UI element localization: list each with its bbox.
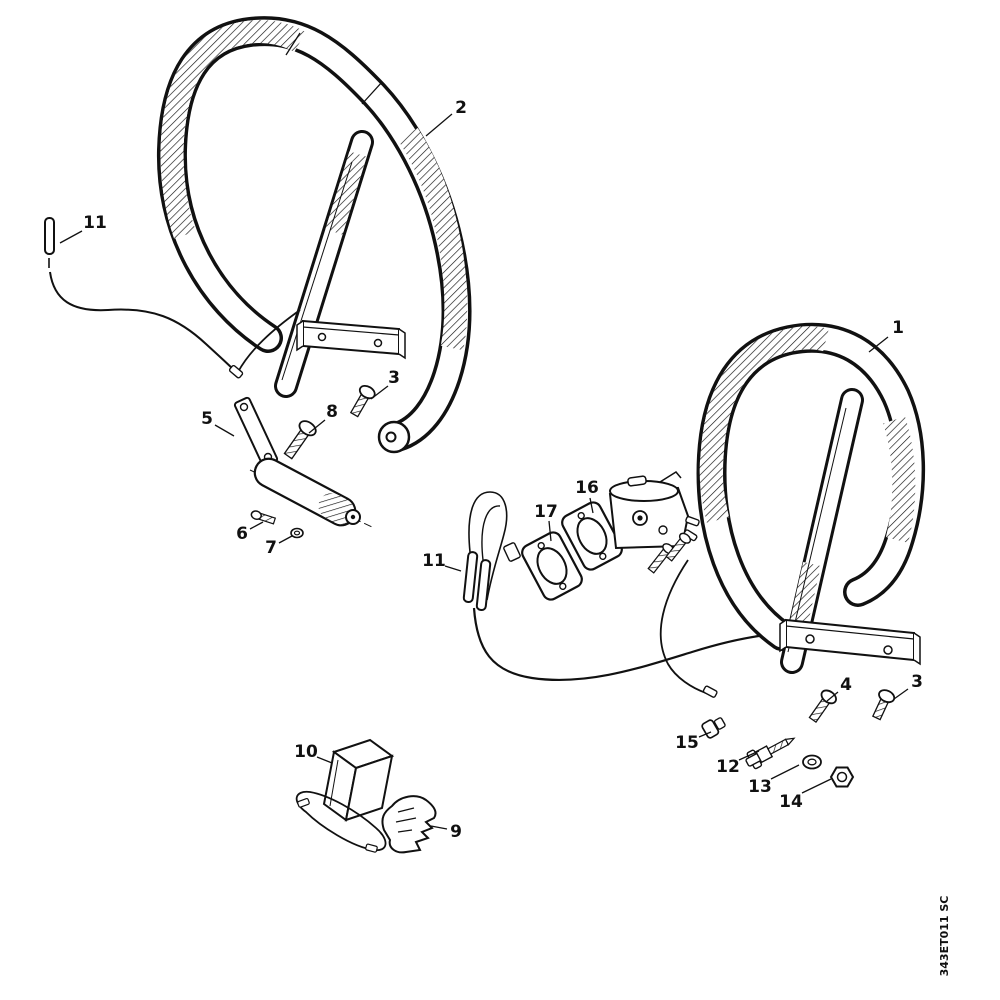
mounting-bracket-right bbox=[779, 618, 921, 666]
gasket-inner bbox=[521, 531, 583, 601]
callout-12: 12 bbox=[716, 757, 740, 777]
adjuster-hardware bbox=[701, 717, 855, 788]
callout-11b: 11 bbox=[422, 551, 446, 571]
hex-nut bbox=[829, 766, 855, 788]
grip-hatch-top-left bbox=[160, 20, 306, 239]
middle-assembly bbox=[462, 471, 855, 698]
callout-3b: 3 bbox=[911, 672, 923, 692]
grip-hatch-right bbox=[398, 127, 468, 351]
callout-labels: 2 11 3 8 5 6 7 16 17 11 1 4 3 15 12 13 1… bbox=[83, 98, 923, 842]
cable-sleeve-middle-2 bbox=[475, 559, 492, 611]
wire-loop bbox=[295, 790, 387, 852]
callout-7: 7 bbox=[265, 538, 277, 558]
cable-sleeve-middle-1 bbox=[462, 551, 479, 603]
callout-14: 14 bbox=[779, 792, 803, 812]
grip-hatch-top-left-rear bbox=[699, 326, 829, 523]
callout-5: 5 bbox=[201, 409, 213, 429]
callout-16: 16 bbox=[575, 478, 599, 498]
callout-8: 8 bbox=[326, 402, 338, 422]
callout-17: 17 bbox=[534, 502, 558, 522]
callout-3a: 3 bbox=[388, 368, 400, 388]
callout-11a: 11 bbox=[83, 213, 107, 233]
small-screw bbox=[250, 510, 277, 525]
leader-lines bbox=[59, 113, 909, 830]
callout-4: 4 bbox=[840, 675, 852, 695]
drawing-number: 343ET011 SC bbox=[938, 896, 951, 977]
pan-head-screw bbox=[283, 420, 317, 460]
handlebar-front bbox=[156, 16, 472, 454]
gasket-outer bbox=[561, 501, 623, 571]
callout-2: 2 bbox=[455, 98, 467, 118]
screw-left bbox=[349, 384, 376, 418]
carburetor bbox=[608, 471, 700, 574]
callout-13: 13 bbox=[748, 777, 772, 797]
handlebar-rear bbox=[696, 322, 926, 724]
cable-ferrule bbox=[701, 717, 726, 739]
lower-handle-parts bbox=[233, 384, 376, 539]
protective-sleeve bbox=[322, 738, 395, 822]
cables-left bbox=[44, 217, 301, 379]
retaining-clip bbox=[381, 795, 437, 854]
callout-10: 10 bbox=[294, 742, 318, 762]
mounting-bracket-left bbox=[296, 319, 406, 360]
grip-hatch-right-rear bbox=[883, 416, 916, 543]
adjusting-screw bbox=[745, 737, 796, 770]
callout-9: 9 bbox=[450, 822, 462, 842]
small-washer bbox=[290, 527, 304, 539]
callout-6: 6 bbox=[236, 524, 248, 544]
washer bbox=[802, 754, 822, 770]
bottom-left-parts bbox=[295, 738, 437, 854]
callout-1: 1 bbox=[892, 318, 904, 338]
screw-4 bbox=[808, 689, 837, 724]
cable-sleeve-left bbox=[44, 217, 55, 255]
screw-right bbox=[871, 689, 896, 721]
callout-15: 15 bbox=[675, 733, 699, 753]
